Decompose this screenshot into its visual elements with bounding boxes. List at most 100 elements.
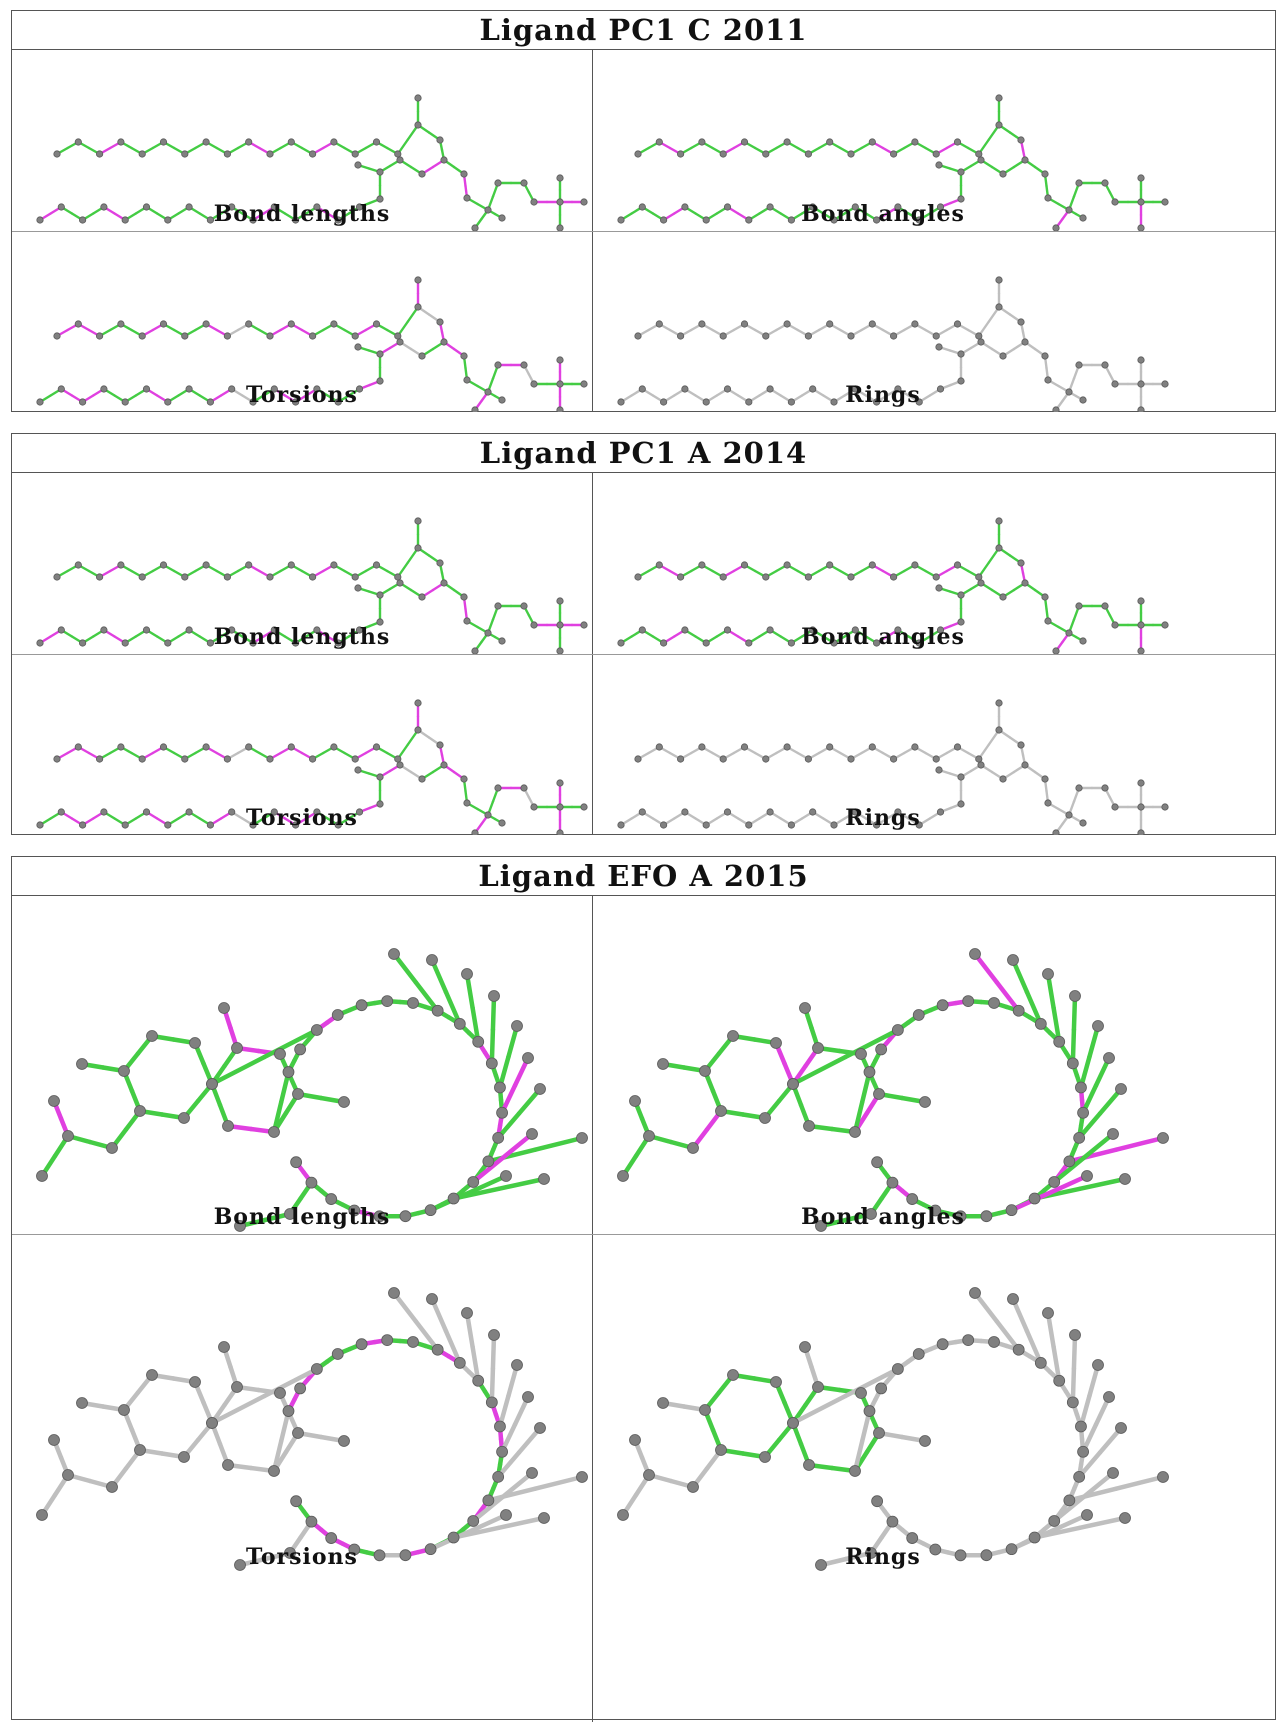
atom (827, 744, 833, 750)
atom (75, 562, 81, 568)
atom (521, 603, 527, 609)
atom (437, 560, 443, 566)
atom (432, 1344, 443, 1355)
atom (331, 321, 337, 327)
bond (535, 1138, 582, 1150)
atom (495, 362, 501, 368)
atom (933, 574, 939, 580)
atom (913, 1010, 924, 1021)
panel-caption: Torsions (12, 1544, 592, 1570)
atom (1104, 1392, 1115, 1403)
atom (77, 1059, 88, 1070)
atom (309, 756, 315, 762)
atom (869, 562, 875, 568)
atom (223, 1460, 234, 1471)
atom (557, 357, 563, 363)
atom (147, 1031, 158, 1042)
atom (978, 157, 984, 163)
molecule-diagram (593, 1235, 1173, 1575)
atom (306, 1516, 317, 1527)
panel-caption: Bond angles (593, 201, 1173, 227)
bond (264, 1030, 316, 1057)
atom (283, 1406, 294, 1417)
atom (1022, 339, 1028, 345)
atom (306, 1177, 317, 1188)
panel-caption: Bond lengths (12, 201, 592, 227)
atom (203, 139, 209, 145)
atom (996, 304, 1002, 310)
atom (96, 756, 102, 762)
atom (848, 756, 854, 762)
atom (933, 151, 939, 157)
atom (848, 574, 854, 580)
atom (489, 1330, 500, 1341)
atom (352, 574, 358, 580)
atom (577, 1133, 588, 1144)
atom (720, 574, 726, 580)
atom (1102, 603, 1108, 609)
atom (887, 1177, 898, 1188)
atom (179, 1452, 190, 1463)
atom (912, 744, 918, 750)
atom (1070, 991, 1081, 1002)
atom (1076, 362, 1082, 368)
atom (352, 151, 358, 157)
atom (784, 744, 790, 750)
atom (741, 562, 747, 568)
atom (501, 1171, 512, 1182)
atom (1000, 353, 1006, 359)
atom (1043, 1308, 1054, 1319)
atom (933, 333, 939, 339)
atom (800, 1342, 811, 1353)
molecule-structure (618, 1288, 1169, 1571)
atom (119, 1405, 130, 1416)
atom (970, 1288, 981, 1299)
atom (182, 151, 188, 157)
atom (958, 351, 964, 357)
atom (408, 1336, 419, 1347)
atom (293, 1428, 304, 1439)
panel-bond-angles: Bond angles (593, 473, 1276, 654)
atom (1120, 1513, 1131, 1524)
atom (493, 1471, 504, 1482)
atom (356, 1339, 367, 1350)
atom (527, 1129, 538, 1140)
atom (856, 1049, 867, 1060)
atom (497, 1446, 508, 1457)
atom (331, 139, 337, 145)
molecule-diagram (12, 1235, 592, 1575)
atom (577, 1472, 588, 1483)
atom (355, 162, 361, 168)
atom (147, 1370, 158, 1381)
atom (37, 1510, 48, 1521)
atom (656, 562, 662, 568)
atom (377, 592, 383, 598)
atom (1064, 1156, 1075, 1167)
atom (373, 139, 379, 145)
atom (332, 1010, 343, 1021)
atom (1075, 1082, 1086, 1093)
atom (864, 1067, 875, 1078)
atom (246, 321, 252, 327)
bond (535, 1477, 582, 1489)
atom (1049, 1176, 1060, 1187)
atom (1074, 1471, 1085, 1482)
atom (521, 785, 527, 791)
atom (309, 333, 315, 339)
atom (54, 756, 60, 762)
atom (996, 122, 1002, 128)
panel-caption: Rings (593, 1544, 1173, 1570)
atom (135, 1106, 146, 1117)
panel-bond-angles: Bond angles (593, 896, 1276, 1234)
atom (489, 991, 500, 1002)
molecule-diagram (593, 896, 1173, 1234)
atom (788, 1079, 799, 1090)
atom (415, 700, 421, 706)
atom (1158, 1472, 1169, 1483)
atom (461, 353, 467, 359)
atom (373, 321, 379, 327)
atom (37, 1171, 48, 1182)
atom (535, 1084, 546, 1095)
atom (96, 333, 102, 339)
atom (936, 344, 942, 350)
